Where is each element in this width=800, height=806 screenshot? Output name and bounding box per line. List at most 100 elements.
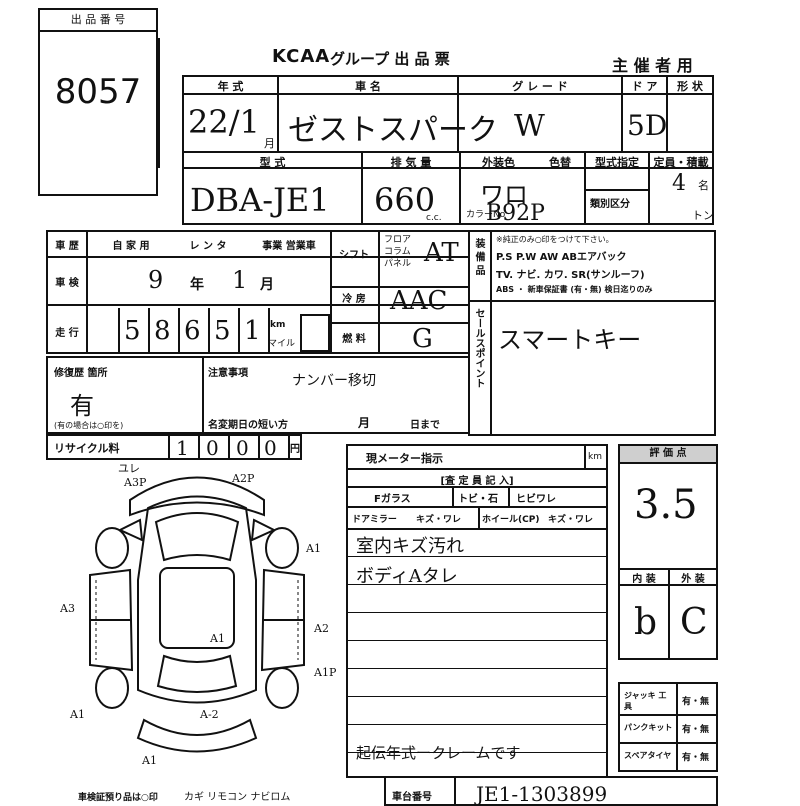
wheel-rear-left-icon	[95, 667, 129, 709]
evaluation-label: 評 価 点	[620, 446, 716, 462]
mark-label: A3P	[123, 476, 147, 489]
lot-box-shadow	[158, 38, 160, 168]
mark-label: A2	[313, 622, 329, 635]
chassis-box: 車台番号 JE1-1303899	[384, 776, 718, 806]
shift-value: AT	[424, 238, 459, 268]
usage-label: 車 歴	[55, 241, 79, 252]
shift-opt-column: コラム	[384, 247, 411, 257]
wheel-options: キズ・ワレ	[548, 515, 594, 525]
mileage-digit-1: 5	[124, 316, 141, 346]
lot-number-box: 出 品 番 号 8057	[38, 8, 158, 196]
car-name-label: 車 名	[355, 80, 381, 93]
ac-value: AAC	[390, 286, 448, 316]
inspection-year-unit: 年	[190, 277, 204, 293]
exterior-value: C	[680, 602, 708, 643]
cc-unit: c.c.	[426, 213, 442, 223]
recycle-label: リサイクル料	[54, 442, 120, 455]
recycle-digit-3: 0	[236, 436, 249, 460]
expiry-label: 名変期日の短い方	[208, 420, 288, 431]
capacity-unit: 名	[698, 179, 709, 192]
year-value: 22/1	[188, 103, 260, 141]
repair-note: (有の場合は○印を)	[54, 421, 124, 430]
shift-opt-floor: フロア	[384, 235, 412, 245]
accessory-value-jack: 有・無	[682, 697, 710, 707]
recycle-box: リサイクル料 1 0 0 0 0 円	[46, 434, 302, 460]
capacity-label: 定員・積載	[653, 156, 709, 169]
accessory-label-puncture: パンクキット	[624, 723, 673, 732]
lot-label: 出 品 番 号	[40, 10, 156, 32]
mark-label: A1P	[313, 666, 337, 679]
color-no-label: カラーNo	[466, 210, 506, 220]
chassis-value: JE1-1303899	[476, 782, 608, 806]
mileage-label: 走 行	[55, 328, 79, 339]
inspection-label: 車 検	[55, 278, 79, 289]
selling-point-label: セールスポイント	[473, 308, 484, 388]
inspection-record-box: 現メーター指示 km [査 定 員 記 入] Fガラス トビ・石 ヒビワレ ドア…	[346, 444, 608, 778]
remark-2: ボディAタレ	[356, 566, 458, 587]
displacement-value: 660	[374, 181, 436, 219]
accessories-box: ジャッキ 工 具 有・無 パンクキット 有・無 スペアタイヤ 有・無	[618, 682, 718, 772]
mileage-mile-unit: マイル	[268, 339, 296, 349]
mark-label: A3	[60, 602, 75, 615]
expiry-month: 月	[358, 416, 371, 430]
repair-label: 修復歴 箇所	[54, 368, 108, 379]
recycle-digit-2: 0	[206, 436, 219, 460]
evaluation-box: 評 価 点 3.5 内 装 外 装 b C	[618, 444, 718, 660]
inspection-year-value: 9	[148, 266, 164, 294]
car-damage-diagram: ユレ A3P A2P A1 A3 A2 A1P A1 A-2 A1 A1	[60, 462, 337, 767]
color-no-value: B92P	[486, 201, 545, 226]
car-name-value: ゼストスパーク	[288, 113, 498, 148]
mark-label: ユレ	[118, 462, 140, 475]
year-label: 年 式	[217, 80, 244, 93]
mirror-label: ドアミラー	[352, 515, 397, 525]
exterior-color-value: ワロ	[480, 181, 528, 209]
shape-label: 形 状	[677, 80, 703, 93]
mark-label: A2P	[231, 472, 255, 485]
wheel-front-right-icon	[265, 527, 299, 569]
repair-notes-grid: 修復歴 箇所 有 (有の場合は○印を) 注意事項 ナンバー移切 名変期日の短い方…	[46, 356, 470, 434]
mileage-digit-2: 8	[154, 316, 171, 346]
registration-grid: 車 歴 自 家 用 レ ン タ 事業 営業車 シフト フロア コラム パネル A…	[46, 230, 470, 354]
mirror-options: キズ・ワレ	[416, 515, 462, 525]
interior-label: 内 装	[632, 574, 656, 585]
exterior-color-label: 外装色	[482, 156, 515, 169]
inspection-month-value: 1	[232, 266, 248, 294]
equipment-label: 装 備 品	[473, 238, 484, 275]
capacity-value: 4	[672, 171, 686, 196]
chassis-label: 車台番号	[392, 792, 432, 803]
usage-business: 事業 営業車	[262, 241, 316, 252]
mileage-digit-5: 1	[244, 316, 261, 346]
equipment-line-3: ABS ・ 新車保証書 (有・無) 検日迄りのみ	[496, 285, 653, 294]
recycle-digit-1: 1	[176, 436, 189, 460]
organizer-label: 主 催 者 用	[612, 56, 693, 75]
expiry-until: 日まで	[410, 420, 440, 431]
equipment-line-1: P.S P.W AW ABエアバック	[496, 252, 627, 263]
mark-label: A1	[209, 632, 225, 645]
accessory-label-spare: スペアタイヤ	[624, 751, 672, 760]
recycle-unit: 円	[290, 444, 300, 455]
footer-keys: カギ リモコン ナビロム	[184, 792, 291, 803]
accessory-value-spare: 有・無	[682, 753, 710, 763]
mileage-extra-box	[300, 314, 330, 352]
wheel-label: ホイール(CP)	[482, 515, 540, 525]
grade-label: グ レ ー ド	[512, 80, 568, 93]
usage-private: 自 家 用	[112, 241, 150, 252]
shift-opt-panel: パネル	[384, 259, 412, 269]
inspection-month-unit: 月	[260, 277, 274, 293]
mileage-km-unit: km	[270, 320, 286, 330]
glass-options: トビ・石	[458, 494, 498, 505]
color-change-label: 色替	[549, 156, 571, 169]
equipment-line-2: TV. ナビ. カワ. SR(サンルーフ)	[496, 270, 645, 281]
accessory-value-puncture: 有・無	[682, 725, 710, 735]
selling-point-value: スマートキー	[498, 326, 642, 354]
footer-items-label: 車検証預り品は○印	[78, 793, 158, 803]
grade-value: W	[514, 109, 545, 144]
notes-value: ナンバー移切	[292, 373, 376, 389]
equipment-box: 装 備 品 ※純正のみ○印をつけて下さい。 P.S P.W AW ABエアバック…	[468, 230, 716, 436]
mileage-digit-4: 5	[214, 316, 231, 346]
glass-label: Fガラス	[374, 494, 411, 505]
recycle-digit-4: 0	[264, 436, 277, 460]
model-label: 型 式	[259, 156, 286, 169]
door-value: 5D	[627, 109, 668, 142]
displacement-label: 排 気 量	[390, 156, 432, 169]
